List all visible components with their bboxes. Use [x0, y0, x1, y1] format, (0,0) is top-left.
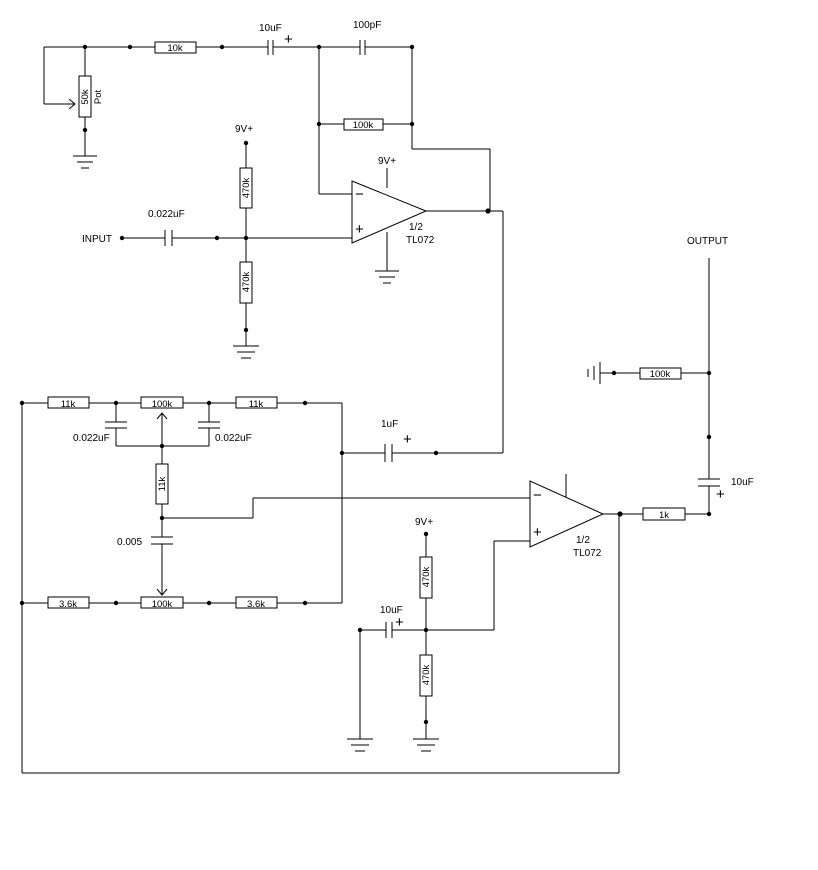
- r-t-11k-left-label: 11k: [61, 399, 76, 410]
- capacitors: [105, 40, 720, 638]
- c-fb-10uf-label: 10uF: [259, 23, 282, 34]
- c-t-right-label: 0.022uF: [215, 433, 252, 444]
- ground-cap-bias-2: [347, 738, 373, 752]
- ground-opamp-1: [375, 270, 399, 284]
- opamp2-part-label: TL072: [573, 548, 602, 559]
- opamp1-minus: −: [355, 186, 364, 203]
- r-t-100k-bot-label: 100k: [152, 599, 173, 610]
- opamp2-half-label: 1/2: [576, 535, 590, 546]
- opamp-1: [351, 180, 428, 244]
- r-bias-top-label: 470k: [241, 177, 252, 198]
- pot-name-label: Pot: [93, 90, 104, 105]
- r-out-1k-label: 1k: [659, 510, 669, 521]
- junction-dots: [19, 44, 712, 725]
- c-t-left-label: 0.022uF: [73, 433, 110, 444]
- r-t-11k-mid-label: 11k: [157, 476, 168, 491]
- c-bias2-label: 10uF: [380, 605, 403, 616]
- r-bias2-top-label: 470k: [421, 566, 432, 587]
- pot-wiper-arrows: [68, 98, 168, 596]
- r-bias-bot-label: 470k: [241, 271, 252, 292]
- resistors: [47, 41, 686, 697]
- c-out-10uf-label: 10uF: [731, 477, 754, 488]
- opamp-2: [529, 480, 605, 548]
- output-label: OUTPUT: [687, 236, 728, 247]
- opamp2-plus: +: [533, 524, 542, 541]
- opamp1-part-label: TL072: [406, 235, 435, 246]
- ground-output: [587, 362, 601, 384]
- r-t-100k-top-label: 100k: [152, 399, 173, 410]
- c-out-10uf-polarity: +: [716, 486, 725, 503]
- r-t-36k-left-label: 3.6k: [59, 599, 77, 610]
- opamp2-minus: −: [533, 487, 542, 504]
- ground-pot: [73, 155, 97, 169]
- r-fb-10k-label: 10k: [167, 43, 183, 54]
- input-label: INPUT: [82, 234, 112, 245]
- c-in-label: 0.022uF: [148, 209, 185, 220]
- opamp1-half-label: 1/2: [409, 222, 423, 233]
- r-t-11k-right-label: 11k: [249, 399, 264, 410]
- bias1-supply-label: 9V+: [235, 124, 253, 135]
- r-t-36k-right-label: 3.6k: [247, 599, 265, 610]
- c-couple-1uf-label: 1uF: [381, 419, 398, 430]
- ground-bias-1: [233, 345, 259, 359]
- c-bias2-polarity: +: [395, 614, 404, 631]
- c-t-mid-label: 0.005: [117, 537, 142, 548]
- r-out-100k-label: 100k: [650, 369, 671, 380]
- c-fb-100pf-label: 100pF: [353, 20, 381, 31]
- r-fb-100k-label: 100k: [353, 120, 374, 131]
- opamp1-plus: +: [355, 221, 364, 238]
- r-bias2-bot-label: 470k: [421, 664, 432, 685]
- wires: [21, 46, 710, 774]
- c-couple-1uf-polarity: +: [403, 431, 412, 448]
- ground-bias-2: [413, 738, 439, 752]
- bias2-supply-label: 9V+: [415, 517, 433, 528]
- pot-value-label: 50k: [80, 89, 91, 105]
- c-fb-10uf-polarity: +: [284, 31, 293, 48]
- opamp1-supply-label: 9V+: [378, 156, 396, 167]
